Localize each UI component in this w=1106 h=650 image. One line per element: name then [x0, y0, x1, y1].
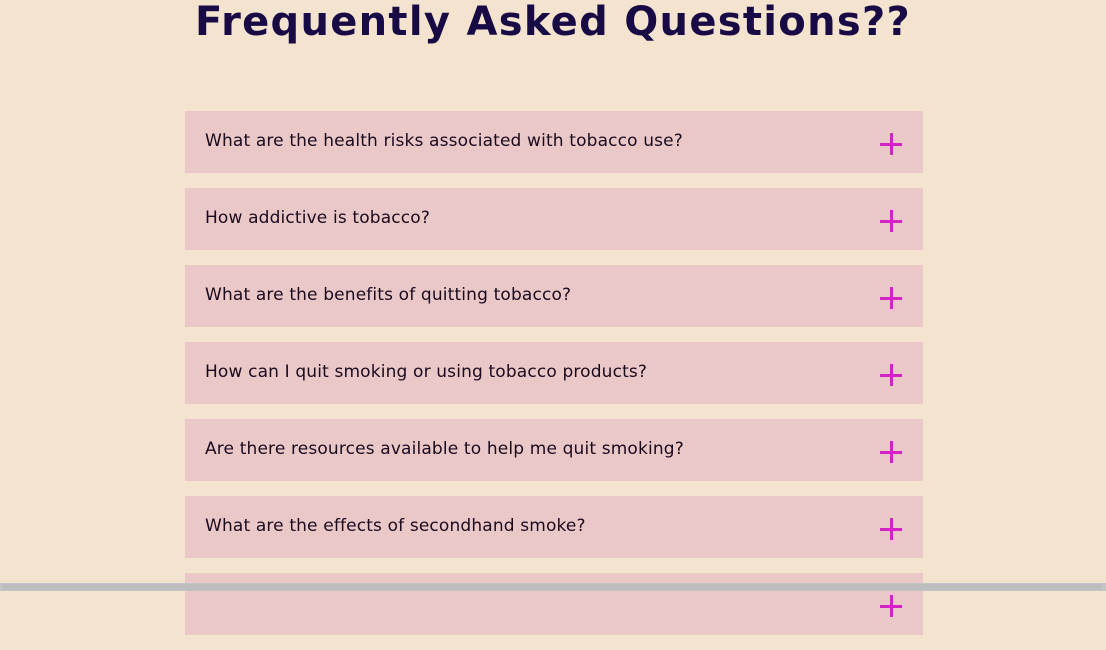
page-title: Frequently Asked Questions??: [195, 0, 911, 45]
faq-question: What are the effects of secondhand smoke…: [205, 515, 586, 536]
faq-item[interactable]: How addictive is tobacco?: [185, 188, 923, 250]
plus-icon[interactable]: [880, 210, 902, 232]
scrollbar-thumb[interactable]: [2, 584, 1102, 590]
horizontal-scrollbar[interactable]: [0, 583, 1106, 591]
plus-icon[interactable]: [880, 595, 902, 617]
faq-item[interactable]: Are there resources available to help me…: [185, 419, 923, 481]
faq-item[interactable]: How can I quit smoking or using tobacco …: [185, 342, 923, 404]
plus-icon[interactable]: [880, 518, 902, 540]
faq-question: Are there resources available to help me…: [205, 438, 684, 459]
faq-list: What are the health risks associated wit…: [185, 111, 923, 650]
faq-item[interactable]: What are the benefits of quitting tobacc…: [185, 265, 923, 327]
faq-question: What are the health risks associated wit…: [205, 130, 683, 151]
plus-icon[interactable]: [880, 364, 902, 386]
faq-question: What are the benefits of quitting tobacc…: [205, 284, 572, 305]
plus-icon[interactable]: [880, 441, 902, 463]
faq-question: How addictive is tobacco?: [205, 207, 430, 228]
plus-icon[interactable]: [880, 287, 902, 309]
faq-item[interactable]: What are the health risks associated wit…: [185, 111, 923, 173]
faq-question: How can I quit smoking or using tobacco …: [205, 361, 648, 382]
faq-item[interactable]: What are the effects of secondhand smoke…: [185, 496, 923, 558]
plus-icon[interactable]: [880, 133, 902, 155]
